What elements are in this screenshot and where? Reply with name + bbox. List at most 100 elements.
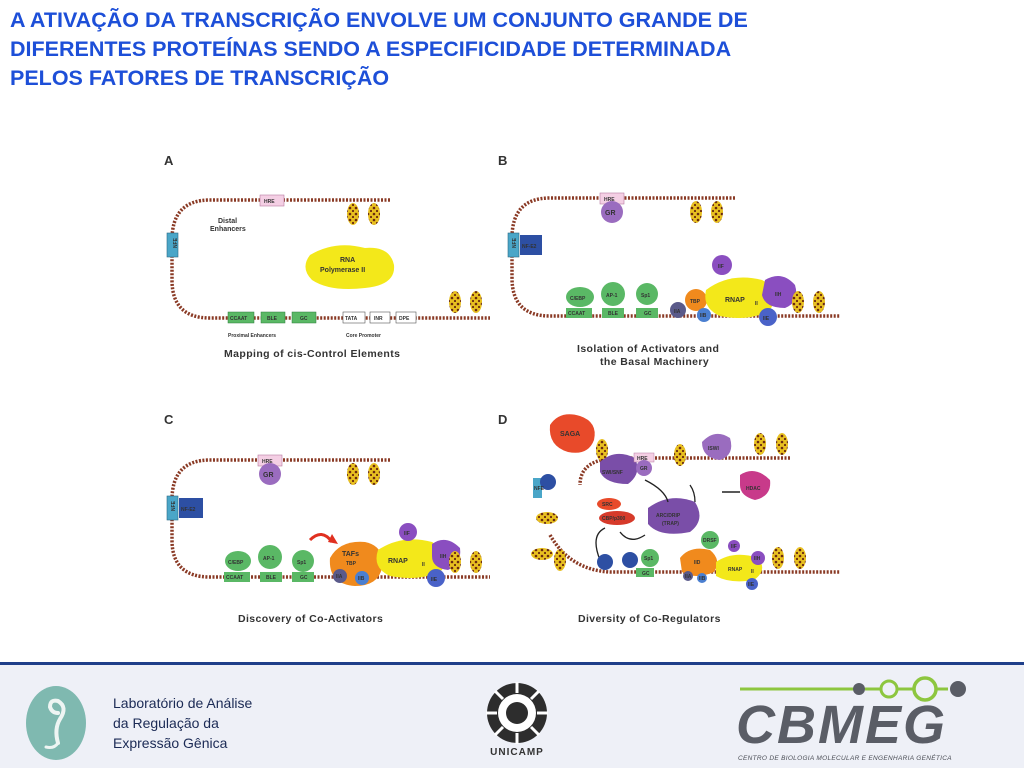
hdac-complex	[740, 471, 771, 500]
footer-bar: Laboratório de Análise da Regulação da E…	[0, 662, 1024, 768]
dna-strand-d	[578, 456, 790, 486]
rna-polymerase-blob	[305, 245, 395, 289]
lab-logo-icon	[26, 686, 86, 760]
nucleosome	[772, 547, 784, 569]
svg-text:TATA: TATA	[345, 316, 358, 322]
nfe2-protein-b	[520, 235, 542, 255]
svg-text:NF-E2: NF-E2	[181, 507, 196, 513]
nucleosome	[794, 547, 806, 569]
nucleosome	[368, 203, 380, 225]
ap1-protein	[601, 282, 625, 306]
nucleosome	[449, 551, 461, 573]
panel-c-caption: Discovery of Co-Activators	[238, 613, 383, 625]
nucleosome	[674, 444, 686, 466]
svg-text:IIA: IIA	[336, 574, 343, 580]
ble-box-c	[260, 572, 282, 582]
nucleosome	[776, 433, 788, 455]
cebp-protein	[566, 287, 594, 307]
coactivator-d	[622, 552, 638, 568]
svg-text:HRE: HRE	[262, 459, 273, 465]
nfe-box-d	[533, 478, 542, 498]
svg-text:AP-1: AP-1	[263, 556, 275, 562]
nucleosome	[754, 433, 766, 455]
svg-text:BLE: BLE	[266, 575, 277, 581]
svg-text:Sp1: Sp1	[644, 556, 653, 562]
gc-box-b	[636, 308, 658, 318]
coactivator-d	[597, 554, 613, 570]
panel-d-letter: D	[498, 412, 507, 427]
panel-c: C HRE GR NFE NF-E2 C/EBP AP-1 Sp1 CCAAT …	[164, 412, 490, 625]
svg-text:IID: IID	[694, 560, 701, 566]
dpe-box	[395, 311, 417, 324]
arrow-head	[328, 534, 338, 544]
svg-text:TAFs: TAFs	[342, 551, 359, 558]
svg-text:TBP: TBP	[690, 299, 701, 305]
iib-protein-d	[697, 573, 707, 583]
nfe2-protein-c	[179, 498, 203, 518]
svg-text:HRE: HRE	[604, 197, 615, 203]
svg-text:CCAAT: CCAAT	[230, 316, 247, 322]
svg-text:ARC/DRIP: ARC/DRIP	[656, 513, 681, 519]
svg-text:C/EBP: C/EBP	[570, 296, 586, 302]
src-complex	[597, 498, 621, 510]
svg-text:C/EBP: C/EBP	[228, 560, 244, 566]
svg-text:IIF: IIF	[731, 544, 737, 550]
drsf-complex	[701, 531, 719, 549]
ble-box-b	[602, 308, 624, 318]
svg-text:RNA: RNA	[340, 257, 355, 264]
iia-protein-b	[670, 302, 686, 318]
transcription-figure: A HRE Distal Enhancers NFE RNA Polymeras…	[150, 140, 850, 635]
panel-b-caption-2: the Basal Machinery	[600, 356, 709, 368]
svg-text:IIH: IIH	[775, 292, 782, 298]
svg-text:DRSF: DRSF	[703, 538, 717, 544]
gc-box	[291, 311, 317, 324]
svg-text:HDAC: HDAC	[746, 486, 761, 492]
svg-text:GC: GC	[300, 316, 308, 322]
svg-text:II: II	[751, 569, 754, 575]
title-line-1: A ATIVAÇÃO DA TRANSCRIÇÃO ENVOLVE UM CON…	[10, 8, 748, 32]
nucleosome	[449, 291, 461, 313]
svg-text:CCAAT: CCAAT	[226, 575, 243, 581]
panel-d-caption: Diversity of Co-Regulators	[578, 613, 721, 625]
ccaat-box-b	[566, 308, 592, 318]
svg-text:IIH: IIH	[754, 556, 761, 562]
iib-protein-b	[697, 308, 711, 322]
dna-strand-b	[510, 196, 840, 318]
iif-protein-b	[712, 255, 732, 275]
cbp-complex	[599, 511, 635, 525]
svg-text:ISWI: ISWI	[708, 446, 719, 452]
nfe-box-c	[166, 495, 179, 521]
svg-text:BLE: BLE	[267, 316, 278, 322]
panel-a: A HRE Distal Enhancers NFE RNA Polymeras…	[164, 153, 490, 360]
svg-text:NFE: NFE	[512, 237, 518, 248]
gr-protein-d	[636, 460, 652, 476]
gc-box-d	[636, 568, 654, 577]
rnap-blob-d	[716, 554, 763, 582]
iie-protein-b	[759, 308, 777, 326]
cebp-protein-c	[225, 551, 251, 571]
rnap-blob-c	[376, 539, 445, 578]
svg-text:GR: GR	[640, 466, 648, 472]
iib-protein-c	[355, 571, 369, 585]
arc-drip-complex	[648, 498, 700, 534]
iie-protein-c	[427, 569, 445, 587]
svg-text:Enhancers: Enhancers	[210, 226, 246, 233]
svg-text:CBP/p300: CBP/p300	[602, 516, 626, 522]
cbmeg-logo-text: CBMEG	[736, 695, 947, 755]
iif-protein-d	[728, 540, 740, 552]
svg-text:SWI/SNF: SWI/SNF	[602, 470, 623, 476]
nfe-box-b	[507, 232, 520, 258]
panel-b: B HRE GR NFE NF-E2 C/EBP AP-1 Sp1 CCAAT …	[498, 153, 840, 368]
nfe-protein-d	[540, 474, 556, 490]
lab-name-line-3: Expressão Gênica	[113, 735, 228, 751]
nucleosome	[596, 439, 608, 461]
svg-text:CCAAT: CCAAT	[568, 311, 585, 317]
tfiid-complex	[680, 548, 718, 576]
nucleosome	[531, 548, 553, 560]
nucleosome	[813, 291, 825, 313]
svg-text:HRE: HRE	[637, 456, 648, 462]
iia-protein-d	[683, 571, 693, 581]
svg-text:SAGA: SAGA	[560, 431, 580, 438]
ccaat-box-c	[224, 572, 250, 582]
svg-text:NFE: NFE	[171, 500, 177, 511]
